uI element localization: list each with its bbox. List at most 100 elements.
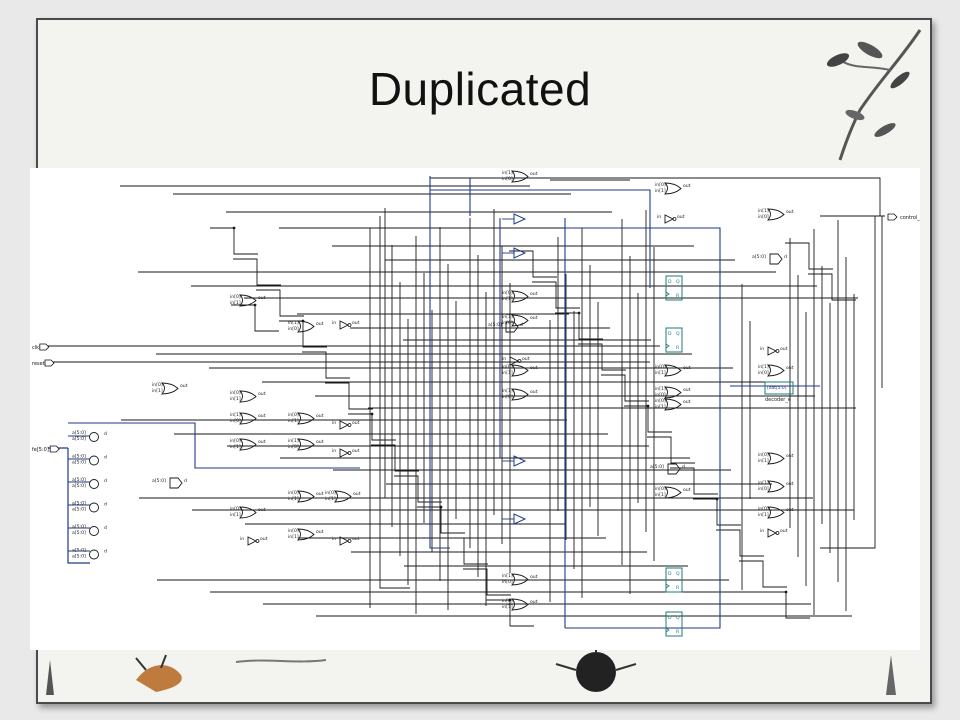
- or-gate-body: [296, 320, 315, 333]
- wire: [578, 343, 626, 371]
- or-gate-in-label: in[1]: [655, 404, 666, 410]
- compare-b-label: a[5:0]: [72, 436, 86, 442]
- or-gate-in-label: in[0]: [758, 370, 769, 376]
- or-gate: in[1]in[0]out: [288, 320, 324, 333]
- compare-out-label: d: [104, 478, 107, 484]
- compare-out-label: d: [104, 455, 107, 461]
- inverter-in-label: in: [332, 320, 336, 326]
- compare-body: [89, 549, 99, 560]
- or-gate-in-label: in[1]: [288, 438, 299, 444]
- flip-flop-body: [665, 327, 683, 353]
- or-gate-out-label: out: [786, 365, 794, 371]
- buffer-body: [513, 213, 527, 225]
- or-gate-in-label: in[0]: [502, 290, 513, 296]
- inverter-in-label: in: [240, 536, 244, 542]
- buffer-body: [513, 513, 527, 525]
- or-gate-in-label: in[0]: [152, 382, 163, 388]
- or-gate-body: [238, 438, 257, 451]
- or-gate-in-label: in[0]: [758, 506, 769, 512]
- or-gate-in-label: in[0]: [288, 326, 299, 332]
- or-gate: in[0]in[1] out: [230, 294, 266, 307]
- or-gate-in-label: in[0]: [230, 506, 241, 512]
- or-gate: in[0]in[1]out: [230, 390, 266, 403]
- or-gate-out-label: out: [683, 487, 691, 493]
- or-gate: in[0]in[1]out: [655, 486, 691, 499]
- wire-junction: [715, 497, 719, 501]
- wire: [693, 498, 741, 526]
- or-gate-body: [296, 490, 315, 503]
- or-gate-body: [238, 506, 257, 519]
- or-gate: in[0]in[1]out: [758, 506, 794, 519]
- inverter-in-label: in: [760, 346, 764, 352]
- or-gate: in[0]in[1]out: [502, 364, 538, 377]
- or-gate-out-label: out: [258, 439, 266, 445]
- or-gate-in-label: in[1]: [758, 480, 769, 486]
- or-gate-in-label: in[0]: [230, 294, 241, 300]
- bus-in-port-label: fe[5:0]: [32, 447, 49, 453]
- wire-junction: [439, 505, 443, 509]
- or-gate-in-label: in[1]: [758, 458, 769, 464]
- reduce-in-label: a[5:0]: [752, 254, 766, 260]
- inverter-body: [339, 420, 350, 430]
- bus-layer: [48, 176, 820, 629]
- reduce-block: a[5:0]d: [752, 253, 787, 265]
- or-gate-body: [766, 480, 785, 493]
- flip-flop-clk: [665, 583, 670, 589]
- inverter-bubble: [347, 451, 352, 455]
- or-gate-out-label: out: [530, 315, 538, 321]
- or-gate-in-label: in[0]: [758, 486, 769, 492]
- or-gate-out-label: out: [316, 529, 324, 535]
- wire: [820, 216, 876, 549]
- bus-in-port: fe[5:0]: [32, 445, 60, 453]
- flip-flop-d-label: D: [668, 331, 672, 337]
- or-gate: in[1]in[0]out: [502, 314, 538, 327]
- control-sig-port: control_sig: [887, 213, 920, 221]
- wire: [532, 281, 580, 309]
- control-sig-port-label: control_sig: [900, 215, 920, 221]
- wire: [808, 273, 856, 301]
- compare-block: a[5:0]a[5:0]d: [72, 548, 107, 560]
- inverter-out-label: out: [780, 346, 788, 352]
- compare-b-label: a[5:0]: [72, 507, 86, 513]
- decoder-instance-label: decoder_e: [765, 397, 791, 403]
- or-gate-out-label: out: [353, 491, 361, 497]
- compare-a-label: a[5:0]: [72, 454, 86, 460]
- or-gate-in-label: in[1]: [502, 314, 513, 320]
- or-gate-in-label: in[1]: [230, 396, 241, 402]
- or-gate-in-label: in[0]: [230, 438, 241, 444]
- component-layer: in[1]in[0]outin[0]in[1]outin[1]in[0]outi…: [32, 170, 920, 637]
- or-gate-out-label: out: [258, 295, 266, 301]
- or-gate: in[1]in[0]out: [758, 480, 794, 493]
- reduce-out-label: d: [520, 322, 523, 328]
- inverter-out-label: out: [677, 214, 685, 220]
- wire-junction: [646, 404, 650, 408]
- inverter-out-label: out: [352, 536, 360, 542]
- or-gate-body: [663, 364, 682, 377]
- reduce-block: a[5:0]d: [152, 477, 187, 489]
- reduce-body: [505, 321, 519, 333]
- compare-a-label: a[5:0]: [72, 548, 86, 554]
- inverter: in out: [760, 346, 788, 356]
- flip-flop-r-label: R: [676, 629, 680, 635]
- buffer: [502, 455, 527, 467]
- compare-a-label: a[5:0]: [72, 524, 86, 530]
- bus-wire: [565, 227, 721, 629]
- or-gate-in-label: in[1]: [502, 170, 513, 176]
- or-gate-in-label: in[1]: [230, 300, 241, 306]
- or-gate-out-label: out: [316, 413, 324, 419]
- or-gate: in[0]in[1]out: [758, 452, 794, 465]
- compare-a-label: a[5:0]: [72, 430, 86, 436]
- inverter-bubble: [347, 323, 352, 327]
- reset-port-label: reset: [32, 361, 45, 367]
- inverter-in-label: in: [332, 536, 336, 542]
- or-gate-body: [510, 388, 529, 401]
- compare-b-label: a[5:0]: [72, 483, 86, 489]
- or-gate-body: [238, 390, 257, 403]
- inverter-bubble: [347, 423, 352, 427]
